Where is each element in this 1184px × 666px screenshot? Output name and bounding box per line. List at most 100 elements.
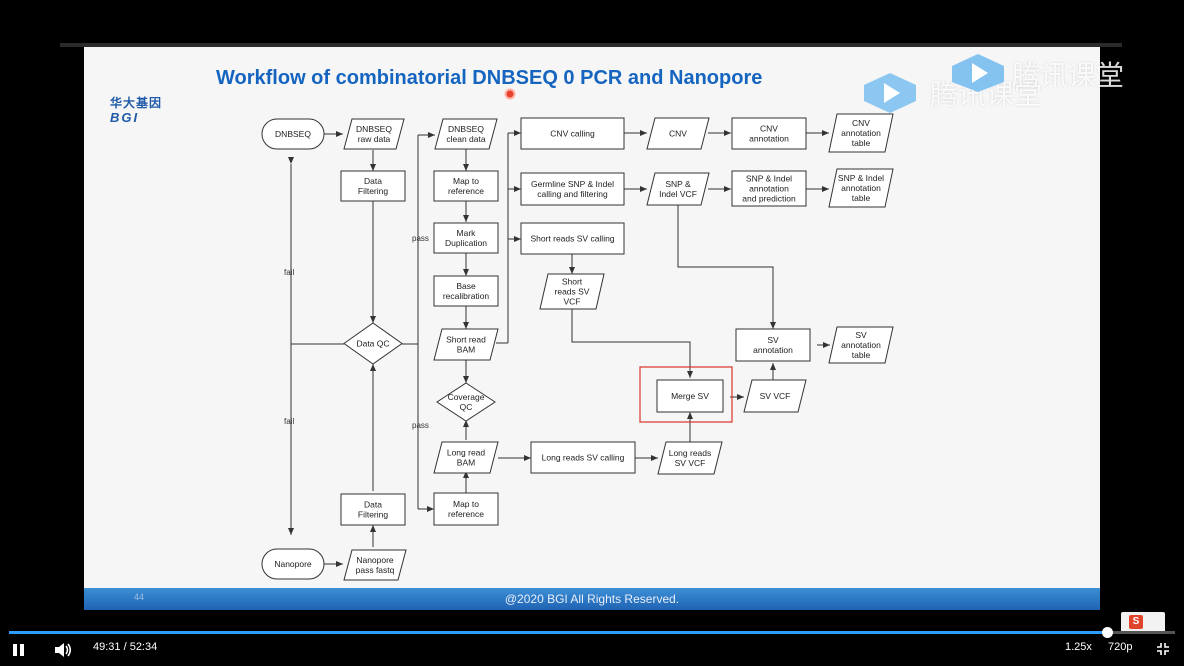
node-label: Coverage — [448, 392, 485, 402]
node-label: Mark — [457, 228, 477, 238]
node-label: annotation — [753, 345, 793, 355]
node-label: Short — [562, 277, 583, 287]
slide-page-number: 44 — [134, 592, 145, 602]
node-label: DNBSEQ — [275, 129, 311, 139]
node-label: annotation — [749, 184, 789, 194]
node-cnv-calling: CNV calling — [520, 117, 625, 150]
node-label: VCF — [564, 297, 581, 307]
s5-badge[interactable]: S — [1121, 612, 1165, 632]
node-label: BAM — [457, 345, 475, 355]
pointer-dot — [504, 88, 516, 100]
node-label: reference — [448, 509, 484, 519]
node-label: Nanopore — [274, 559, 312, 569]
logo-en-text: BGI — [110, 110, 140, 125]
tencent-classroom-logo-icon — [864, 73, 916, 113]
node-label: Data QC — [356, 339, 389, 349]
node-label: SV VCF — [760, 391, 791, 401]
slide-title: Workflow of combinatorial DNBSEQ 0 PCR a… — [216, 67, 763, 89]
time-display: 49:31 / 52:34 — [93, 641, 158, 653]
progress-fill — [9, 631, 1108, 634]
node-nanopore: Nanopore — [261, 548, 325, 580]
node-label: Data — [364, 500, 382, 510]
node-label: raw data — [358, 134, 391, 144]
slide-footer: 44 @2020 BGI All Rights Reserved. — [84, 588, 1100, 610]
node-label: Germline SNP & Indel — [531, 179, 614, 189]
node-dnbseq: DNBSEQ — [261, 118, 325, 150]
node-label: Map to — [453, 499, 479, 509]
edge-label-fail-top: fail — [284, 268, 294, 277]
speed-button[interactable]: 1.25x — [1065, 641, 1092, 653]
node-label: table — [852, 193, 871, 203]
watermark-text: 腾讯课堂 — [1012, 59, 1125, 92]
node-label: reference — [448, 186, 484, 196]
node-label: Map to — [453, 176, 479, 186]
node-label: Merge SV — [671, 391, 709, 401]
progress-knob[interactable] — [1102, 627, 1114, 638]
node-label: Short read — [446, 335, 486, 345]
copyright-text: @2020 BGI All Rights Reserved. — [504, 592, 680, 606]
node-label: Duplication — [445, 238, 487, 248]
node-label: CNV — [760, 124, 778, 134]
node-label: Filtering — [358, 186, 389, 196]
node-label: Long reads — [669, 448, 712, 458]
node-label: QC — [460, 402, 473, 412]
node-label: CNV — [669, 129, 687, 139]
volume-icon[interactable] — [53, 641, 73, 659]
node-label: Nanopore — [356, 555, 394, 565]
pause-button[interactable] — [13, 644, 25, 656]
node-label: Filtering — [358, 510, 389, 520]
s5-icon: S — [1129, 615, 1143, 629]
progress-bar[interactable] — [9, 627, 1175, 638]
edge-label-fail-bottom: fail — [284, 417, 294, 426]
video-top-edge — [60, 43, 1122, 47]
node-label: DNBSEQ — [356, 124, 392, 134]
node-sv-vcf: SV VCF — [743, 379, 807, 413]
node-label: reads SV — [555, 287, 590, 297]
fullscreen-exit-icon[interactable] — [1156, 642, 1170, 656]
node-label: clean data — [446, 134, 485, 144]
node-label: annotation — [841, 340, 881, 350]
node-label: annotation — [841, 183, 881, 193]
node-label: recalibration — [443, 291, 490, 301]
node-label: CNV calling — [550, 129, 595, 139]
node-label: Base — [456, 281, 476, 291]
node-long-sv-calling: Long reads SV calling — [530, 441, 636, 474]
node-snp-vcf: SNP &Indel VCF — [646, 172, 710, 206]
node-label: Long read — [447, 448, 486, 458]
node-label: SNP & Indel — [746, 174, 792, 184]
bgi-logo: 华大基因 BGI — [110, 94, 162, 125]
node-label: SV VCF — [675, 458, 706, 468]
node-label: Long reads SV calling — [542, 453, 625, 463]
logo-cn-text: 华大基因 — [110, 96, 163, 110]
node-label: Indel VCF — [659, 189, 697, 199]
edge-label-pass-top: pass — [412, 234, 429, 243]
pause-icon — [13, 644, 17, 656]
node-data-qc: Data QC — [343, 322, 403, 365]
node-label: SV — [855, 330, 867, 340]
node-label: SV — [767, 335, 779, 345]
tencent-watermark-icon — [952, 54, 1004, 92]
node-label: BAM — [457, 458, 475, 468]
quality-button[interactable]: 720p — [1108, 641, 1133, 653]
node-label: pass fastq — [356, 565, 395, 575]
flow-connectors — [288, 130, 830, 567]
